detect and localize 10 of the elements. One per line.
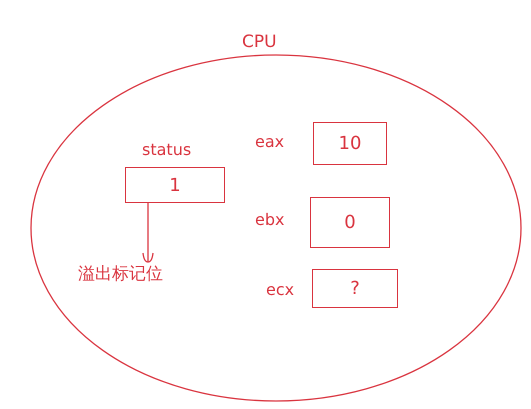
register-name: eax <box>255 132 284 152</box>
register-box: 1 <box>125 167 225 203</box>
flag-label: 溢出标记位 <box>78 264 163 284</box>
register-name: ecx <box>266 280 294 300</box>
cpu-heading: CPU <box>242 32 277 52</box>
register-name: ebx <box>255 210 284 230</box>
register-box: ? <box>312 269 398 308</box>
register-box: 10 <box>313 122 387 165</box>
register-name: status <box>142 140 192 160</box>
register-box: 0 <box>310 197 390 248</box>
